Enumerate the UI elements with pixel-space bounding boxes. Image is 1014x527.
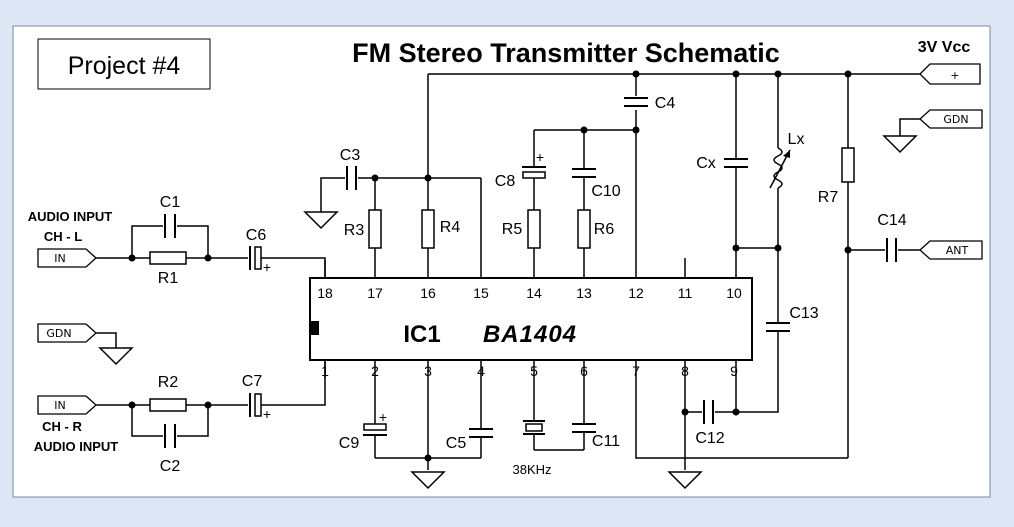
bias-network-top-left [303,166,481,249]
c7-polarity: + [263,406,271,422]
ic1-pin-8: 8 [681,363,689,379]
label-r2: R2 [158,374,179,391]
label-c8: C8 [495,173,516,190]
label-r7: R7 [818,189,839,206]
label-r1: R1 [158,270,179,287]
label-c12: C12 [695,430,724,447]
ant-connector-label: ANT [946,244,969,257]
vcc-connector-label: + [950,69,959,82]
label-r5: R5 [502,221,523,238]
gnd-connector-left: GDN [37,323,134,366]
input-right-connector-label: IN [54,399,65,412]
label-c1: C1 [160,194,181,211]
ic1-pin-5: 5 [530,363,538,379]
label-r3: R3 [344,222,365,239]
project-label-box [37,38,211,90]
label-c9: C9 [339,435,360,452]
ic1-pin-4: 4 [477,363,485,379]
input-right-title: AUDIO INPUT [34,439,119,454]
label-c6: C6 [246,227,267,244]
ic1-pin-3: 3 [424,363,432,379]
label-c14: C14 [877,212,906,229]
input-left-title: AUDIO INPUT [28,209,113,224]
resistor-r3 [368,209,382,249]
bottom-network [363,378,740,490]
resistor-r6 [577,209,591,249]
left-input-network [96,214,326,278]
supply-label: 3V Vcc [918,39,971,56]
ic1-pin-9: 9 [730,363,738,379]
resistor-r2 [149,398,187,412]
ic1-part: BA1404 [483,321,577,348]
c8-polarity: + [536,149,544,165]
gnd-connector-top: GDN [882,109,983,154]
ic1-pin-16: 16 [420,285,436,301]
label-c10: C10 [591,183,620,200]
resistor-r7 [841,147,855,183]
resistor-r4 [421,209,435,249]
ic1-pin-14: 14 [526,285,542,301]
schematic-title: FM Stereo Transmitter Schematic [352,38,780,68]
resistor-r5 [527,209,541,249]
ic1: IC1 BA1404 18 17 16 15 14 13 12 11 10 1 … [309,74,753,379]
input-left-connector: IN [37,248,97,268]
ic1-pin-13: 13 [576,285,592,301]
vcc-connector: + [919,63,981,85]
ic1-pin-7: 7 [632,363,640,379]
ic1-pin-17: 17 [367,285,383,301]
ic1-pin-2: 2 [371,363,379,379]
label-c3: C3 [340,147,361,164]
label-r4: R4 [440,219,461,236]
input-right-connector: IN [37,395,97,415]
input-right-channel: CH - R [42,419,82,434]
label-c11: C11 [592,433,620,450]
gnd-top-label: GDN [943,113,968,126]
ic1-notch [310,321,319,335]
label-c13: C13 [789,305,818,322]
ic1-ref: IC1 [403,321,440,348]
bias-network-top-mid [522,96,648,249]
c9-polarity: + [379,409,387,425]
ic1-pin-6: 6 [580,363,588,379]
resistor-r1 [149,251,187,265]
project-label: Project #4 [68,52,181,80]
label-c4: C4 [655,95,676,112]
label-c5: C5 [446,435,467,452]
gnd-left-label: GDN [46,327,71,340]
input-left-channel: CH - L [44,229,82,244]
label-c2: C2 [160,458,181,475]
label-crystal: 38KHz [512,462,551,477]
ic1-pin-10: 10 [726,285,742,301]
ic1-body [309,277,753,361]
label-r6: R6 [594,221,615,238]
tank-circuit [724,74,791,413]
ic1-pin-15: 15 [473,285,489,301]
right-input-network [96,360,326,448]
ant-connector: ANT [919,240,983,260]
label-cx: Cx [696,155,716,172]
ic1-pin-11: 11 [678,285,693,301]
label-c7: C7 [242,373,263,390]
label-lx: Lx [788,131,805,148]
c6-polarity: + [263,259,271,275]
ic1-pin-18: 18 [317,285,333,301]
output-network [635,74,930,459]
ic1-pin-12: 12 [628,285,644,301]
input-left-connector-label: IN [54,252,65,265]
